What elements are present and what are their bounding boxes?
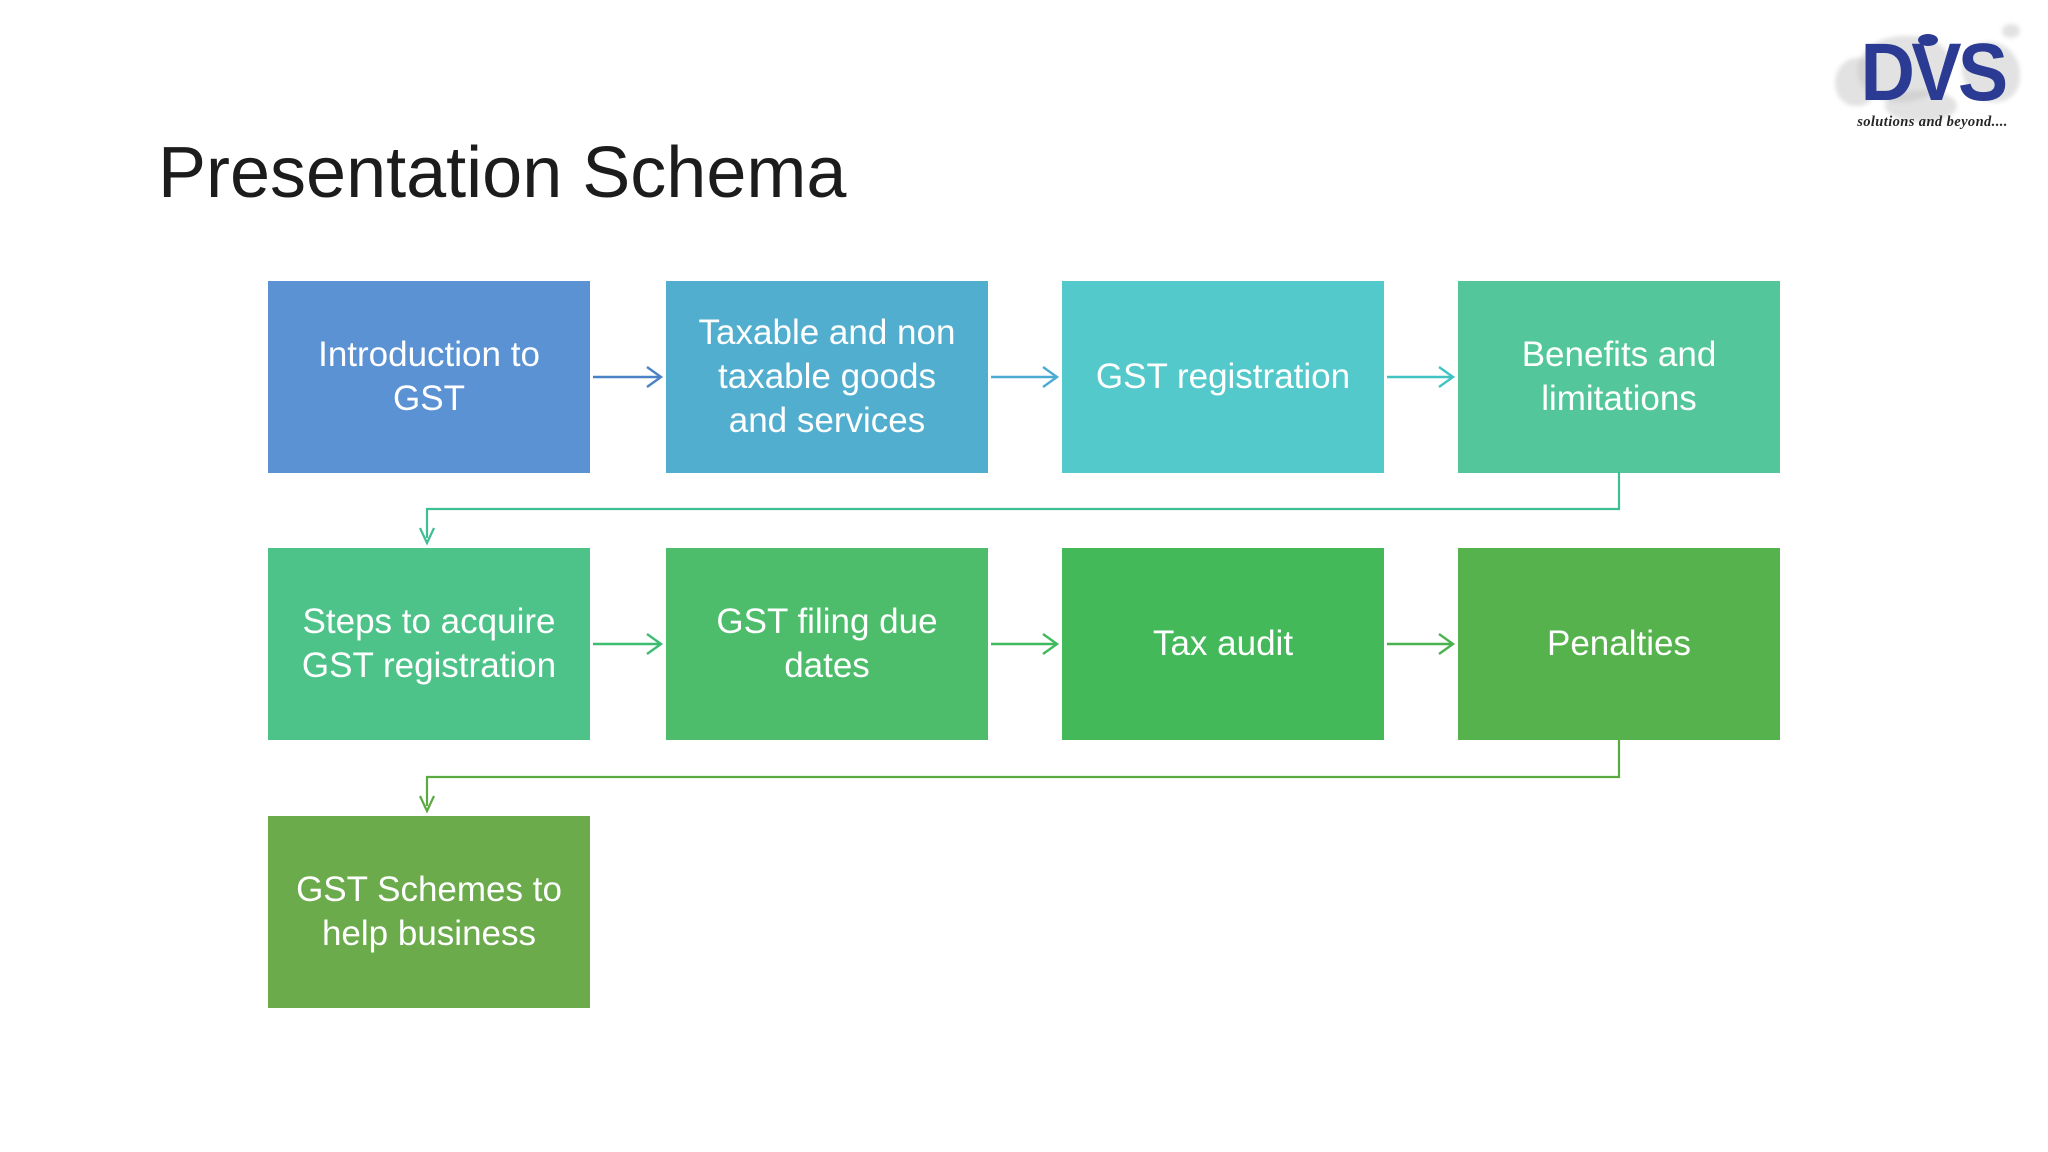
- elbow-connector-icon: [417, 472, 1632, 550]
- flow-node-tax-audit: Tax audit: [1062, 548, 1384, 740]
- flow-node-introduction-to-gst: Introduction to GST: [268, 281, 590, 473]
- world-map-graphic: [1885, 90, 1957, 122]
- page-title: Presentation Schema: [158, 133, 847, 214]
- dvs-logo: DVS solutions and beyond....: [1830, 18, 2035, 138]
- arrow-right-icon: [1384, 629, 1458, 659]
- arrow-right-icon: [1384, 362, 1458, 392]
- flow-node-penalties: Penalties: [1458, 548, 1780, 740]
- flow-node-gst-schemes: GST Schemes to help business: [268, 816, 590, 1008]
- world-map-graphic: [1962, 42, 2020, 102]
- elbow-connector-icon: [417, 740, 1632, 818]
- flow-node-gst-filing-due-dates: GST filing due dates: [666, 548, 988, 740]
- flow-node-steps-acquire-registration: Steps to acquire GST registration: [268, 548, 590, 740]
- world-map-graphic: [1835, 58, 1877, 106]
- world-map-graphic: [2002, 24, 2020, 38]
- world-map-graphic: [1858, 36, 1950, 102]
- arrow-right-icon: [988, 629, 1062, 659]
- flow-node-gst-registration: GST registration: [1062, 281, 1384, 473]
- dvs-logo-text: DVS: [1860, 27, 2008, 118]
- arrow-right-icon: [590, 362, 666, 392]
- dvs-logo-dot-icon: [1918, 34, 1938, 46]
- arrow-right-icon: [988, 362, 1062, 392]
- flow-node-benefits-limitations: Benefits and limitations: [1458, 281, 1780, 473]
- arrow-right-icon: [590, 629, 666, 659]
- dvs-logo-tagline: solutions and beyond....: [1857, 114, 2008, 130]
- flow-node-taxable-non-taxable: Taxable and non taxable goods and servic…: [666, 281, 988, 473]
